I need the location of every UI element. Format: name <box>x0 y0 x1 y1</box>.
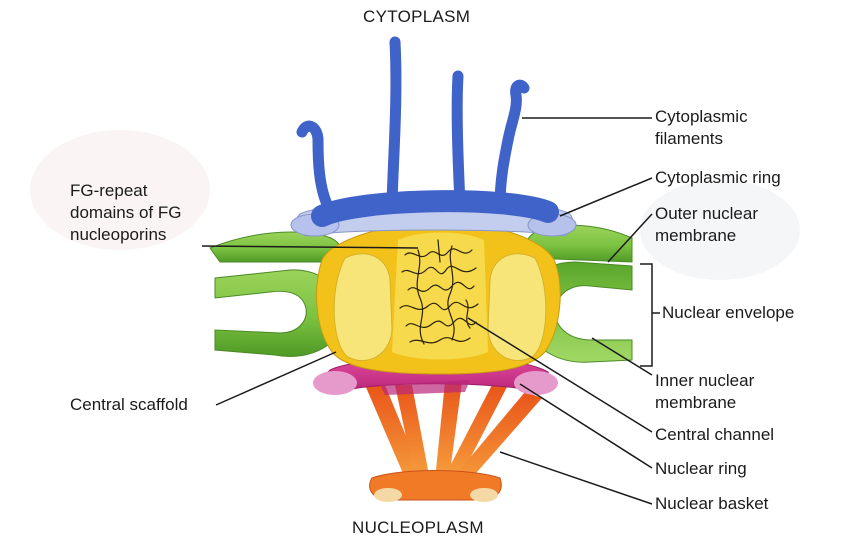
label-central-scaffold: Central scaffold <box>70 394 188 416</box>
scaffold-lobe-left <box>334 254 392 361</box>
filament <box>457 76 460 204</box>
label-cytoplasmic-filaments: Cytoplasmic filaments <box>655 106 748 150</box>
label-line: Outer nuclear <box>655 203 758 225</box>
leader-nuclear-ring <box>520 384 652 468</box>
label-line: membrane <box>655 225 758 247</box>
label-line: filaments <box>655 128 748 150</box>
label-nuclear-ring: Nuclear ring <box>655 458 747 480</box>
filament <box>392 42 396 205</box>
label-nuclear-basket: Nuclear basket <box>655 493 768 515</box>
leader-nuclear-basket <box>500 452 652 504</box>
filament <box>302 126 330 210</box>
label-line: Inner nuclear <box>655 370 754 392</box>
nucleoplasm-label: NUCLEOPLASM <box>352 517 484 539</box>
nuclear-ring-end-right <box>514 371 558 395</box>
label-central-channel: Central channel <box>655 424 774 446</box>
nuclear-ring-end-left <box>313 371 357 395</box>
cytoplasm-label: CYTOPLASM <box>363 6 470 28</box>
basket-end-cap <box>374 488 402 502</box>
cytoplasmic-filaments <box>302 42 548 216</box>
label-line: membrane <box>655 392 754 414</box>
nuclear-envelope-bracket <box>640 264 652 366</box>
leader-cytoplasmic-ring <box>560 178 652 216</box>
label-outer-nuclear-membrane: Outer nuclear membrane <box>655 203 758 247</box>
filament <box>500 85 524 206</box>
label-line: Cytoplasmic <box>655 106 748 128</box>
nuclear-basket <box>365 382 542 502</box>
label-fg-repeat-domains: FG-repeat domains of FG nucleoporins <box>70 180 182 246</box>
label-nuclear-envelope: Nuclear envelope <box>662 302 794 324</box>
label-line: FG-repeat <box>70 180 182 202</box>
label-cytoplasmic-ring: Cytoplasmic ring <box>655 167 781 189</box>
label-inner-nuclear-membrane: Inner nuclear membrane <box>655 370 754 414</box>
scaffold-lobe-right <box>488 254 546 361</box>
label-line: domains of FG <box>70 202 182 224</box>
basket-end-cap <box>470 488 498 502</box>
label-line: nucleoporins <box>70 224 182 246</box>
